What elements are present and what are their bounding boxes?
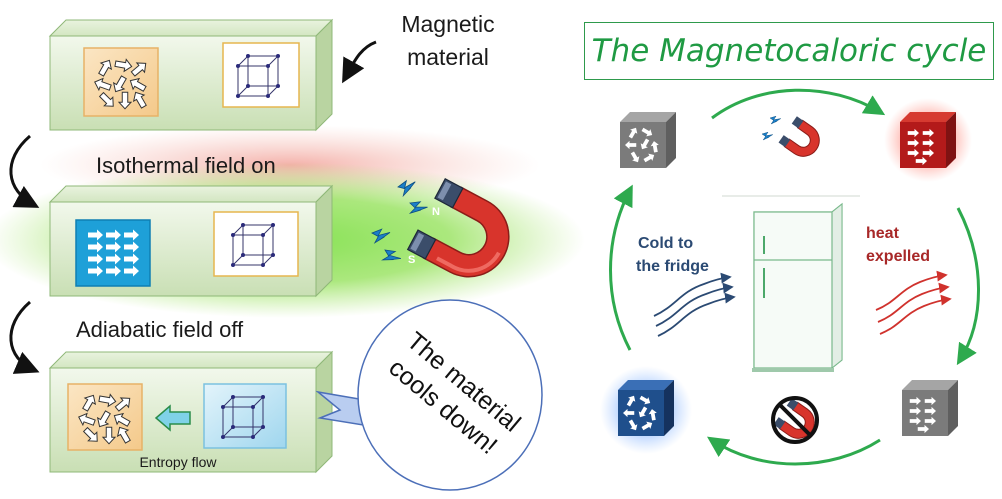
isothermal-label: Isothermal field on bbox=[96, 153, 276, 178]
cube-disordered-top bbox=[620, 112, 676, 168]
pointer-arrow bbox=[342, 40, 377, 84]
ordered-spins-panel bbox=[75, 219, 151, 287]
south-pole-label: S bbox=[408, 254, 415, 266]
cold-label-line-2: the fridge bbox=[636, 258, 709, 275]
magnetic-material-line-1: Magnetic bbox=[401, 11, 494, 37]
spark-icon bbox=[769, 115, 782, 125]
no-magnet-icon bbox=[771, 396, 822, 446]
fridge-icon bbox=[722, 195, 860, 372]
cube-cold bbox=[618, 380, 674, 436]
material-box-magnetized bbox=[48, 184, 334, 298]
material-box-initial bbox=[48, 18, 334, 132]
adiabatic-label: Adiabatic field off bbox=[76, 317, 244, 342]
spark-icon bbox=[761, 131, 774, 141]
heat-label-line-1: heat bbox=[866, 225, 900, 242]
process-arrow-1 bbox=[9, 134, 40, 208]
cycle-arrow-top bbox=[711, 88, 886, 120]
cube-ordered-bottom bbox=[902, 380, 958, 436]
speech-bubble bbox=[357, 299, 543, 491]
entropy-arrow-icon bbox=[154, 404, 191, 432]
cube-hot bbox=[900, 112, 956, 168]
cold-label-line-1: Cold to bbox=[638, 235, 693, 252]
magnet-icon-top bbox=[778, 115, 827, 164]
entropy-flow-label: Entropy flow bbox=[139, 454, 217, 470]
heat-label-line-2: expelled bbox=[866, 248, 930, 265]
cycle-arrow-bottom bbox=[707, 436, 881, 466]
lattice-panel-2 bbox=[213, 211, 299, 277]
cycle-arrow-right bbox=[956, 207, 980, 366]
cold-flow-arrows bbox=[653, 272, 736, 337]
heat-flow-arrows bbox=[875, 270, 952, 335]
magnetic-material-line-2: material bbox=[407, 44, 489, 70]
cycle-title-box: The Magnetocaloric cycle bbox=[584, 22, 994, 80]
process-arrow-2 bbox=[9, 300, 40, 374]
lattice-panel bbox=[222, 42, 300, 108]
cycle-arrow-left bbox=[609, 184, 633, 351]
material-box-cooled bbox=[48, 350, 334, 474]
north-pole-label: N bbox=[432, 206, 440, 218]
lattice-panel-3 bbox=[203, 383, 287, 449]
cycle-title: The Magnetocaloric cycle bbox=[591, 33, 987, 69]
